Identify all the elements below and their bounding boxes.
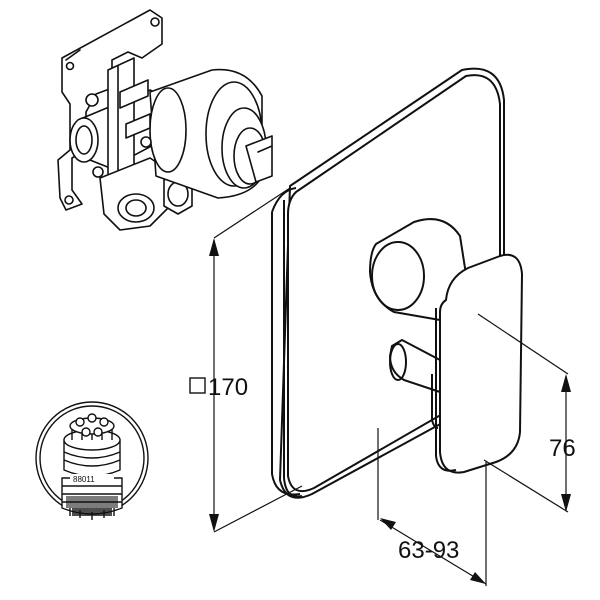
part-number-background bbox=[70, 474, 114, 484]
dimension-170-text: 170 bbox=[208, 374, 248, 401]
square-symbol-icon bbox=[189, 377, 206, 394]
part-number-label: 88011 bbox=[73, 475, 95, 484]
dimension-63-93-text: 63-93 bbox=[398, 537, 459, 564]
dimension-76-text: 76 bbox=[549, 435, 576, 462]
extension-line-handle-top bbox=[477, 313, 569, 375]
extension-line-top bbox=[213, 187, 291, 239]
dimension-170-label: 170 bbox=[189, 374, 248, 401]
dimension-lines bbox=[213, 187, 569, 586]
extension-line-bottom bbox=[213, 485, 303, 533]
lever-handle bbox=[369, 218, 523, 474]
dimension-arrowheads bbox=[209, 238, 571, 584]
rough-in-valve-body bbox=[57, 9, 273, 231]
extension-line-handle-bottom bbox=[483, 459, 569, 513]
cartridge-threads-shading bbox=[66, 496, 118, 516]
dimension-63-93-line bbox=[379, 519, 487, 585]
